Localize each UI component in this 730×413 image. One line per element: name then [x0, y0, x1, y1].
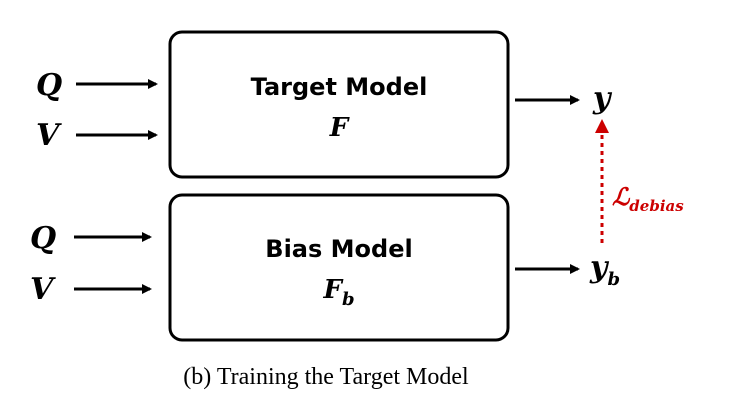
target-model-group: Q V Target Model F y	[36, 30, 613, 179]
bias-model-symbol-main: F	[322, 275, 343, 305]
bias-output-sub: b	[607, 269, 620, 290]
bias-input-q-label: Q	[30, 221, 56, 256]
target-input-v-label: V	[36, 118, 62, 153]
debias-loss-arrowhead	[595, 119, 609, 133]
bias-model-box	[168, 193, 510, 342]
figure-caption: (b) Training the Target Model	[183, 364, 469, 390]
debias-loss-sub: debias	[629, 197, 684, 215]
bias-model-symbol-sub: b	[342, 289, 355, 310]
target-model-title: Target Model	[251, 73, 428, 101]
debias-loss-group: ℒdebias	[595, 119, 684, 243]
target-input-q-label: Q	[36, 68, 62, 103]
bias-input-v-label: V	[30, 272, 56, 307]
bias-output-label: yb	[589, 250, 620, 290]
debias-loss-label: ℒdebias	[612, 182, 684, 215]
target-output-label: y	[592, 81, 613, 116]
bias-output-main: y	[589, 250, 610, 285]
bias-model-symbol: Fb	[322, 275, 354, 310]
bias-model-group: Q V Bias Model Fb yb	[30, 193, 620, 342]
target-model-box	[168, 30, 510, 179]
debias-loss-symbol: ℒ	[612, 182, 631, 211]
bias-model-title: Bias Model	[265, 235, 412, 263]
target-model-symbol: F	[329, 113, 350, 143]
